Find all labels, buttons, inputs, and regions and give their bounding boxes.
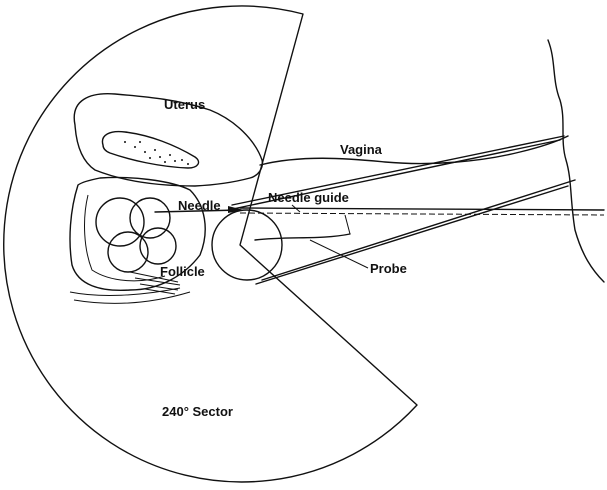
label-sector: 240° Sector xyxy=(162,404,233,419)
label-vagina: Vagina xyxy=(340,142,383,157)
label-needle-guide: Needle guide xyxy=(268,190,349,205)
needle-guide xyxy=(240,205,604,215)
follicle-shape xyxy=(96,198,144,246)
label-uterus: Uterus xyxy=(164,97,205,112)
follicle-shape xyxy=(130,198,170,238)
body-wall xyxy=(548,40,604,282)
label-probe: Probe xyxy=(370,261,407,276)
vagina xyxy=(255,136,568,240)
label-needle: Needle xyxy=(178,198,221,213)
label-follicle: Follicle xyxy=(160,264,205,279)
ovary xyxy=(70,178,205,304)
follicle-shape xyxy=(140,228,176,264)
